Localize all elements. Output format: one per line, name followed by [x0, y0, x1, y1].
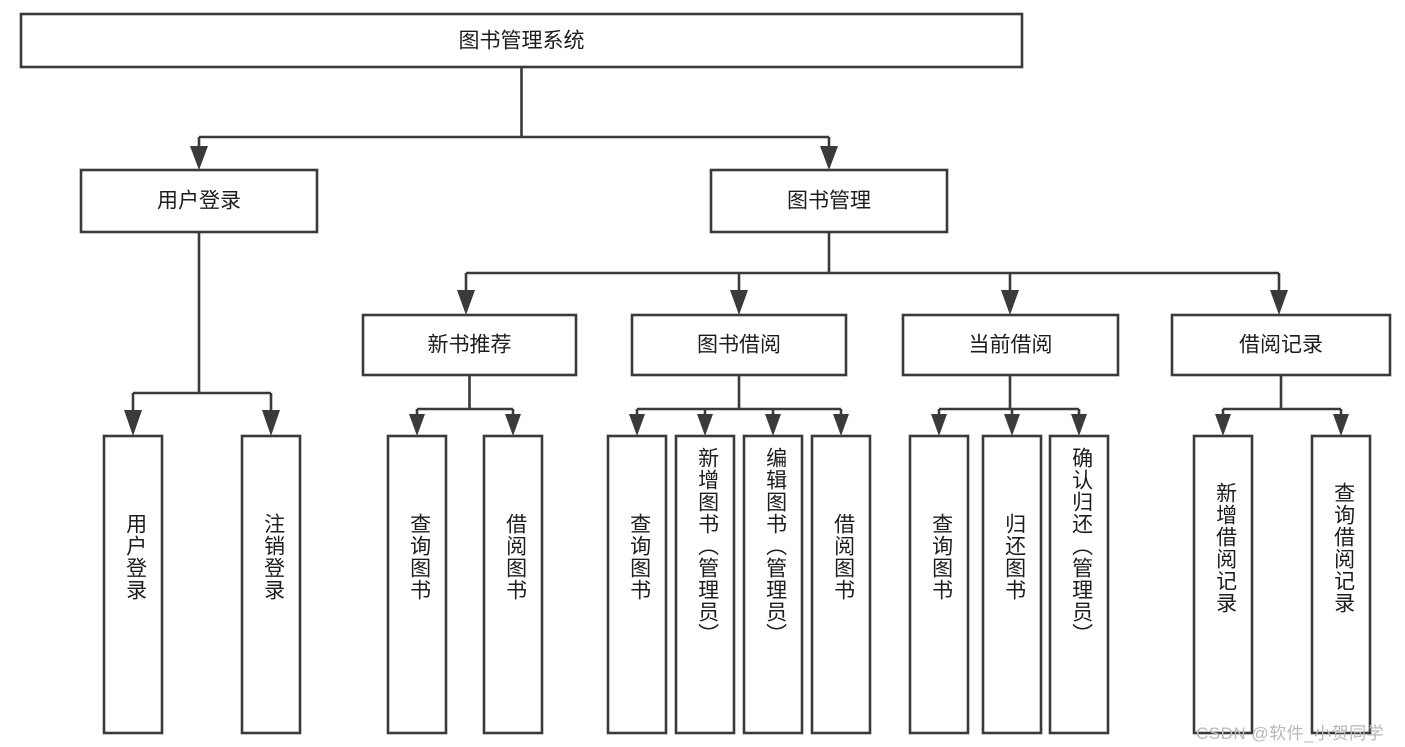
- connector-group-new-books: [409, 375, 521, 436]
- arrow-to-book-borrow: [730, 290, 748, 315]
- node-current-borrow[interactable]: 当前借阅: [901, 313, 1120, 377]
- leaf-box-query-books-c[interactable]: [908, 434, 970, 735]
- node-root-label: 图书管理系统: [459, 30, 585, 53]
- leaf-box-user-logout[interactable]: [240, 434, 302, 735]
- arrow-root-to-user-login: [190, 146, 208, 170]
- leaf-box-query-record[interactable]: [1310, 434, 1372, 735]
- node-book-management-label: 图书管理: [787, 190, 871, 213]
- connector-group-book-mgmt: [457, 232, 1288, 315]
- node-root[interactable]: 图书管理系统: [19, 12, 1024, 69]
- leaf-box-confirm-return[interactable]: [1048, 434, 1110, 735]
- arrow-to-leaf-return-book: [1004, 414, 1020, 436]
- node-book-borrow[interactable]: 图书借阅: [630, 313, 848, 377]
- node-borrow-records[interactable]: 借阅记录: [1170, 313, 1392, 377]
- arrow-to-leaf-query-books-c: [931, 414, 947, 436]
- arrow-to-leaf-user-logout: [262, 410, 280, 436]
- connector-group-root: [190, 67, 838, 170]
- arrow-to-leaf-confirm-return: [1071, 414, 1087, 436]
- arrow-to-leaf-borrow-books-a: [505, 414, 521, 436]
- arrow-to-leaf-add-book: [697, 414, 713, 436]
- leaf-box-add-record[interactable]: [1192, 434, 1254, 735]
- node-borrow-records-box[interactable]: [1170, 313, 1392, 377]
- leaf-box-return-book[interactable]: [981, 434, 1043, 735]
- node-current-borrow-box[interactable]: [901, 313, 1120, 377]
- arrow-to-leaf-add-record: [1215, 414, 1231, 436]
- arrow-to-leaf-edit-book: [765, 414, 781, 436]
- leaf-box-query-books-b[interactable]: [606, 434, 668, 735]
- node-new-book-recommend[interactable]: 新书推荐: [361, 313, 578, 377]
- leaf-box-add-book[interactable]: [674, 434, 736, 735]
- leaf-box-user-login[interactable]: [102, 434, 164, 735]
- node-new-book-recommend-box[interactable]: [361, 313, 578, 377]
- leaf-box-borrow-books-a[interactable]: [482, 434, 544, 735]
- csdn-watermark: CSDN @软件_小贺同学: [1196, 724, 1385, 743]
- arrow-to-leaf-borrow-books-b: [833, 414, 849, 436]
- arrow-to-new-books: [457, 290, 475, 315]
- connector-group-borrow-records: [1215, 375, 1349, 436]
- node-current-borrow-label: 当前借阅: [969, 334, 1053, 357]
- node-book-borrow-label: 图书借阅: [697, 334, 781, 357]
- arrow-to-leaf-query-books-a: [409, 414, 425, 436]
- arrow-to-leaf-query-books-b: [629, 414, 645, 436]
- arrow-root-to-book-mgmt: [820, 146, 838, 170]
- connector-group-book-borrow: [629, 375, 849, 436]
- leaf-box-query-books-a[interactable]: [386, 434, 448, 735]
- connector-group-user-login: [124, 232, 280, 436]
- node-user-login-label: 用户登录: [157, 190, 241, 213]
- connector-group-current-borrow: [931, 375, 1087, 436]
- arrow-to-leaf-query-record: [1333, 414, 1349, 436]
- arrow-to-borrow-records: [1270, 290, 1288, 315]
- node-user-login-box[interactable]: [79, 168, 319, 234]
- arrow-to-leaf-user-login: [124, 410, 142, 436]
- node-user-login[interactable]: 用户登录: [79, 168, 319, 234]
- leaf-box-borrow-books-b[interactable]: [810, 434, 872, 735]
- node-new-book-recommend-label: 新书推荐: [428, 334, 512, 357]
- arrow-to-current-borrow: [1001, 290, 1019, 315]
- node-root-box[interactable]: [19, 12, 1024, 69]
- node-book-management[interactable]: 图书管理: [709, 168, 949, 234]
- node-borrow-records-label: 借阅记录: [1239, 334, 1323, 357]
- node-book-management-box[interactable]: [709, 168, 949, 234]
- node-book-borrow-box[interactable]: [630, 313, 848, 377]
- leaf-box-edit-book[interactable]: [742, 434, 804, 735]
